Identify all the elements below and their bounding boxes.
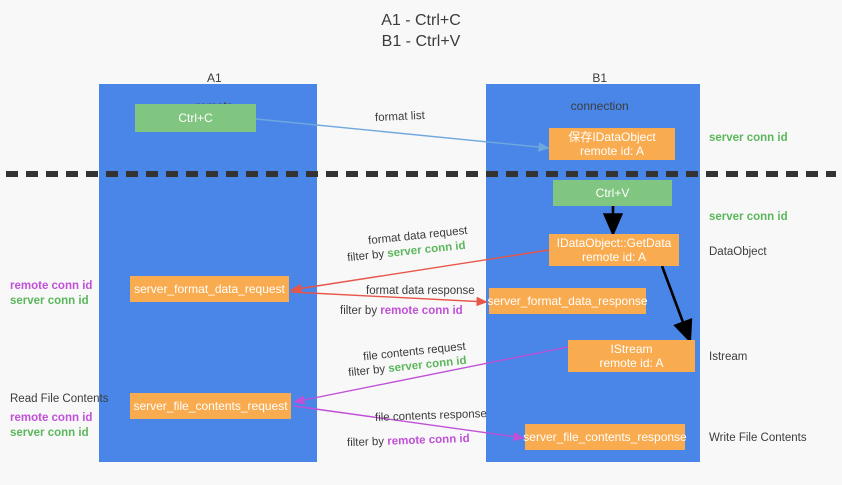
lane-b1-header: B1 connection: [486, 57, 700, 127]
left-label-read-file-contents: Read File Contents: [10, 393, 109, 405]
left-server-conn-id-1: server conn id: [10, 295, 89, 307]
right-label-istream: Istream: [709, 351, 748, 363]
left-label-conn-ids-1: remote conn id server conn id: [10, 279, 92, 309]
lane-b1-title: B1: [592, 71, 608, 85]
node-server-format-data-response[interactable]: server_format_data_response: [487, 288, 648, 314]
label-filter-by-3: filter by: [347, 363, 389, 380]
label-format-list-text: format list: [374, 109, 426, 125]
right-label-server-conn-id-1: server conn id: [709, 132, 788, 144]
label-filter-by-4: filter by: [346, 435, 388, 450]
label-file-contents-response: file contents response: [375, 407, 487, 426]
right-label-server-conn-id-2: server conn id: [709, 211, 788, 223]
label-format-list: format list: [375, 109, 425, 126]
node-idataobject-line2: remote id: A: [579, 144, 645, 158]
node-getdata[interactable]: IDataObject::GetData remote id: A: [549, 234, 679, 266]
label-format-data-response: format data response: [366, 284, 475, 299]
label-filter-remote-conn-2: filter by remote conn id: [347, 432, 470, 451]
node-ctrl-v[interactable]: Ctrl+V: [553, 180, 672, 206]
label-file-contents-response-text: file contents response: [374, 408, 488, 424]
node-server-format-data-request-label: server_format_data_request: [134, 282, 285, 296]
node-getdata-line2: remote id: A: [581, 250, 647, 264]
node-istream[interactable]: IStream remote id: A: [568, 340, 695, 372]
label-format-data-response-text: format data response: [366, 285, 475, 297]
node-server-file-contents-request[interactable]: server_file_contents_request: [130, 393, 291, 419]
node-server-format-data-request[interactable]: server_format_data_request: [130, 276, 289, 302]
node-server-file-contents-response[interactable]: server_file_contents_response: [523, 424, 687, 450]
left-label-conn-ids-2: remote conn id server conn id: [10, 411, 92, 441]
label-filter-remote-conn-1: filter by remote conn id: [340, 304, 463, 319]
left-remote-conn-id-1: remote conn id: [10, 280, 93, 292]
node-idataobject-line1: 保存IDataObject: [568, 130, 656, 144]
right-label-dataobject: DataObject: [709, 246, 767, 258]
node-idataobject[interactable]: 保存IDataObject remote id: A: [549, 128, 675, 160]
right-label-write-file-contents: Write File Contents: [709, 432, 807, 444]
label-filter-by-1: filter by: [346, 248, 388, 265]
lane-a1-title: A1: [207, 71, 222, 85]
node-ctrl-c[interactable]: Ctrl+C: [135, 104, 256, 132]
left-remote-conn-id-2: remote conn id: [10, 412, 93, 424]
label-remote-conn-id-1: remote conn id: [380, 305, 463, 317]
node-ctrl-v-label: Ctrl+V: [595, 186, 630, 200]
node-istream-line2: remote id: A: [599, 356, 664, 370]
left-server-conn-id-2: server conn id: [10, 427, 89, 439]
node-server-file-contents-request-label: server_file_contents_request: [133, 399, 288, 413]
node-getdata-line1: IDataObject::GetData: [556, 236, 672, 250]
node-ctrl-c-label: Ctrl+C: [178, 111, 213, 125]
page-title: A1 - Ctrl+C B1 - Ctrl+V: [381, 12, 461, 50]
node-server-format-data-response-label: server_format_data_response: [487, 294, 648, 308]
lane-b1-subtitle: connection: [570, 99, 629, 113]
node-istream-line1: IStream: [610, 342, 653, 356]
label-remote-conn-id-2: remote conn id: [387, 432, 470, 448]
label-filter-by-2: filter by: [340, 305, 381, 317]
node-server-file-contents-response-label: server_file_contents_response: [523, 430, 687, 444]
